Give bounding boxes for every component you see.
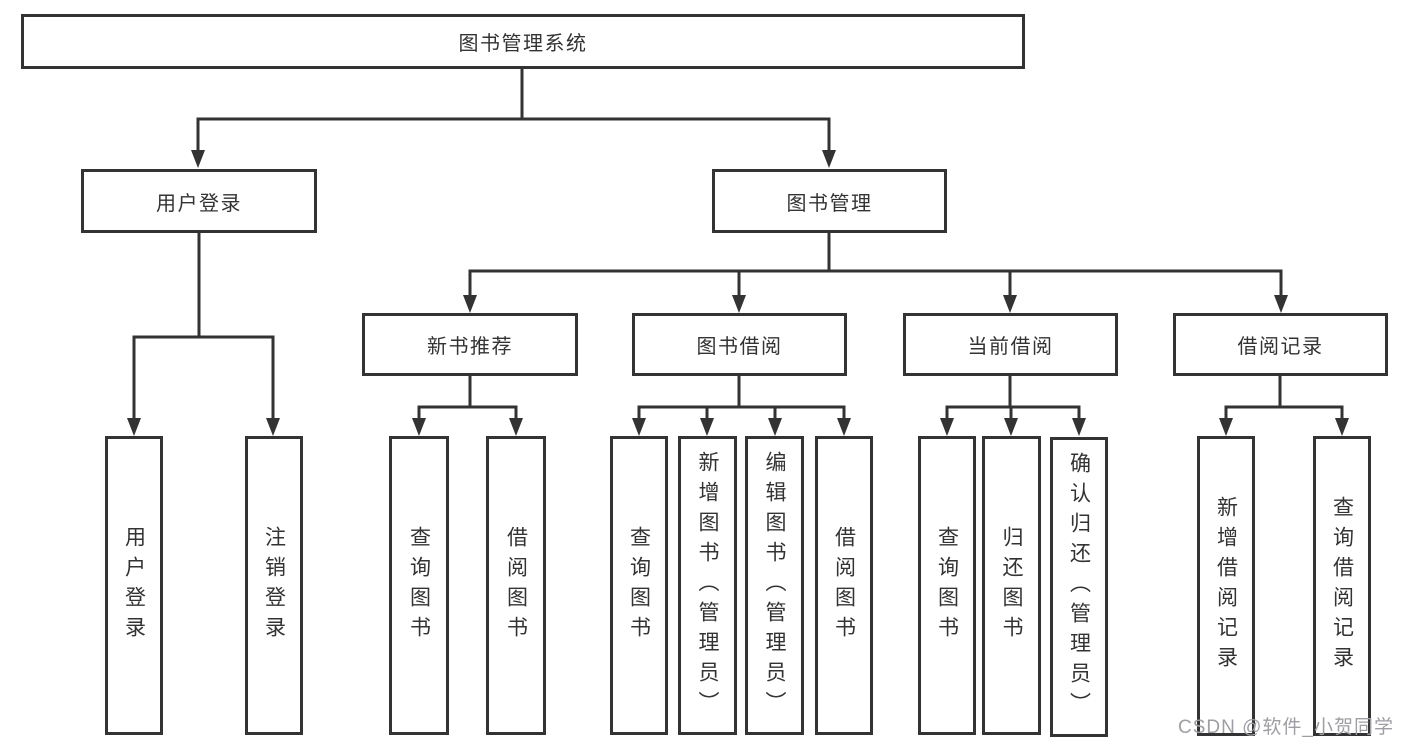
node-book-borrowing: 图书借阅 (632, 313, 847, 376)
leaf-add-borrow-record: 新增借阅记录 (1197, 436, 1255, 736)
node-label: 借阅记录 (1237, 336, 1324, 358)
watermark: CSDN @软件_小贺同学 (1178, 717, 1394, 738)
node-user-login: 用户登录 (81, 169, 317, 233)
leaf-query-books-current: 查询图书 (918, 436, 976, 735)
node-label: 新增图书（管理员） (696, 450, 719, 721)
node-label: 确认归还（管理员） (1067, 452, 1091, 722)
node-label: 查询图书 (407, 525, 431, 646)
node-label: 借阅图书 (504, 525, 528, 646)
node-label: 借阅图书 (832, 525, 856, 646)
node-label: 图书管理 (786, 192, 873, 215)
node-label: 查询图书 (627, 525, 651, 646)
node-library-system: 图书管理系统 (21, 14, 1025, 69)
leaf-logout: 注销登录 (245, 436, 303, 735)
leaf-edit-books-admin: 编辑图书（管理员） (745, 436, 804, 735)
node-label: 归还图书 (1000, 525, 1023, 646)
node-new-book-recommendation: 新书推荐 (362, 313, 578, 376)
leaf-user-login: 用户登录 (105, 436, 163, 735)
node-label: 用户登录 (122, 525, 146, 646)
node-label: 编辑图书（管理员） (763, 450, 786, 721)
node-label: 查询借阅记录 (1330, 496, 1354, 676)
node-label: 新书推荐 (427, 336, 513, 358)
node-label: 图书借阅 (696, 336, 783, 358)
leaf-borrow-books: 借阅图书 (815, 436, 873, 735)
node-label: 当前借阅 (967, 336, 1054, 358)
leaf-query-books-borrow: 查询图书 (610, 436, 668, 735)
node-label: 注销登录 (262, 525, 286, 646)
node-label: 用户登录 (156, 192, 242, 215)
leaf-confirm-return-admin: 确认归还（管理员） (1050, 437, 1108, 737)
leaf-return-books: 归还图书 (982, 436, 1041, 735)
node-label: 查询图书 (935, 525, 959, 646)
node-current-borrowing: 当前借阅 (903, 313, 1118, 376)
node-label: 图书管理系统 (458, 33, 588, 55)
leaf-query-books-recommend: 查询图书 (389, 436, 449, 735)
leaf-borrow-books-recommend: 借阅图书 (486, 436, 546, 735)
leaf-query-borrow-record: 查询借阅记录 (1313, 436, 1371, 736)
node-label: 新增借阅记录 (1214, 496, 1238, 676)
leaf-add-books-admin: 新增图书（管理员） (678, 436, 737, 735)
node-borrowing-records: 借阅记录 (1173, 313, 1388, 376)
node-book-management: 图书管理 (712, 169, 947, 233)
